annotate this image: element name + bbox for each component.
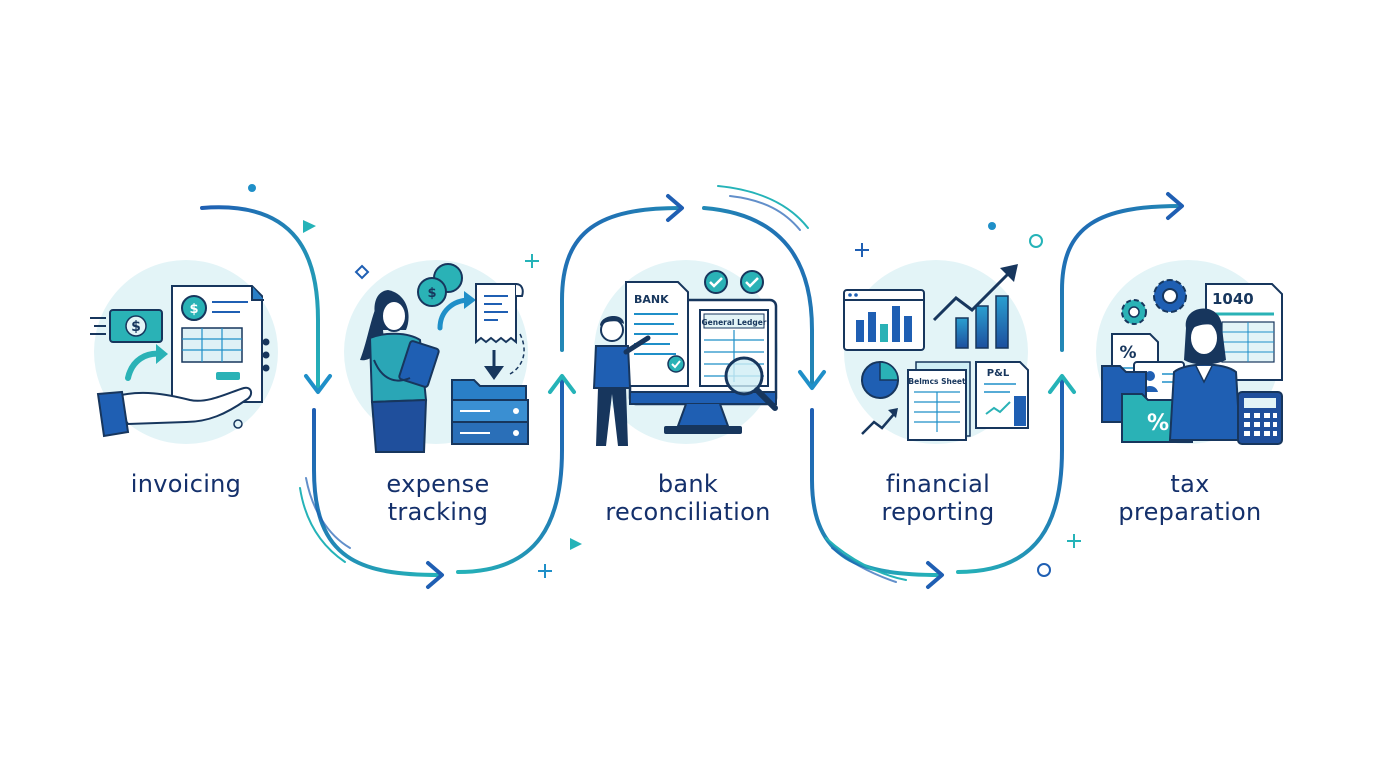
- flow-arrow-2-up: [456, 378, 564, 574]
- step-label-line: tax: [1170, 470, 1210, 498]
- plus-decoration-3: [855, 243, 869, 257]
- file-cabinet-icon: [451, 379, 529, 445]
- open-hand-icon: [96, 386, 252, 438]
- pl-label: P&L: [987, 368, 1010, 379]
- folder-percent-label: %: [1147, 411, 1169, 436]
- expense-tracking-illustration: $: [344, 260, 529, 453]
- small-trend-arrow-icon: [861, 413, 895, 435]
- woman-with-tablet-icon: [360, 290, 440, 453]
- percent-doc-label: %: [1119, 343, 1136, 363]
- flow-arrow-3-down: [702, 206, 814, 387]
- flow-arrow-3-top: [560, 206, 682, 352]
- financial-reporting-illustration: Belmcs Sheet P&L: [843, 260, 1029, 444]
- step-label-line: reconciliation: [605, 498, 771, 526]
- step-label-line: reporting: [881, 498, 995, 526]
- invoicing-illustration: $ $: [90, 260, 278, 444]
- swoosh-3: [717, 185, 809, 229]
- flow-arrowhead-4-bottom: [926, 561, 944, 589]
- curved-arrowhead-icon: [156, 344, 168, 364]
- dot-decoration: [248, 184, 256, 192]
- swoosh-5: [825, 537, 907, 581]
- tax-advisor-woman-icon: [1168, 308, 1242, 441]
- ring-decoration-2: [1037, 563, 1051, 577]
- calculator-icon: [1237, 391, 1283, 445]
- flow-arrowhead-2-up: [548, 374, 576, 394]
- flow-arrowhead-1-top: [304, 374, 332, 394]
- man-pointing-icon: [592, 315, 651, 446]
- coins-icon: $: [417, 263, 463, 307]
- form-number-label: 1040: [1212, 290, 1254, 308]
- flow-arrow-1-top: [200, 205, 320, 392]
- ledger-label: General Ledger: [702, 318, 767, 327]
- money-bill-icon: $: [109, 309, 163, 343]
- dashed-return-arrow-icon: [509, 333, 525, 375]
- bar-chart-window-icon: [843, 289, 925, 351]
- ring-decoration: [1029, 234, 1043, 248]
- invoice-currency-label: $: [189, 302, 198, 317]
- trend-chart-icon: [932, 264, 1018, 349]
- swoosh-2: [305, 477, 351, 549]
- invoice-document-icon: $: [171, 285, 264, 403]
- triangle-decoration-2: [570, 538, 582, 550]
- triangle-decoration: [303, 220, 316, 233]
- flow-arrow-5-top: [1060, 204, 1182, 352]
- folder-icon: %: [1101, 365, 1193, 443]
- step-label-line: bank: [657, 470, 719, 498]
- bank-reconciliation-illustration: BANK General Ledger: [592, 260, 778, 446]
- step-label-line: preparation: [1118, 498, 1262, 526]
- gears-icon: [1121, 279, 1187, 325]
- step-label-bank-reconciliation: bank reconciliation: [578, 470, 798, 526]
- step-label-financial-reporting: financial reporting: [828, 470, 1048, 526]
- diamond-decoration: [354, 264, 370, 280]
- step-label-expense-tracking: expense tracking: [328, 470, 548, 526]
- plus-decoration-4: [1067, 534, 1081, 548]
- profit-loss-report-icon: P&L: [975, 361, 1029, 429]
- expense-arrowhead-icon: [464, 291, 476, 309]
- bank-doc-label: BANK: [634, 293, 669, 306]
- step-label-line: financial: [885, 470, 991, 498]
- swoosh-4: [729, 195, 801, 231]
- flow-arrowhead-3-top: [666, 194, 684, 222]
- swoosh-6: [831, 547, 897, 583]
- tax-preparation-illustration: 1040 % %: [1096, 260, 1283, 445]
- checkmark-icons: [704, 270, 764, 294]
- small-trend-arrowhead-icon: [888, 408, 898, 418]
- plus-decoration-2: [538, 564, 552, 578]
- pie-chart-icon: [861, 361, 899, 399]
- step-label-line: expense: [386, 470, 490, 498]
- flow-arrowhead-5-top: [1166, 192, 1184, 220]
- bank-statement-icon: BANK: [625, 281, 689, 387]
- swoosh-1: [299, 487, 346, 563]
- step-label-line: tracking: [387, 498, 489, 526]
- flow-arrowhead-3-down: [798, 370, 826, 390]
- flow-arrow-1-bottom: [312, 408, 442, 577]
- flow-arrow-4-up: [956, 378, 1064, 574]
- dot-decoration-2: [988, 222, 996, 230]
- step-label-line: invoicing: [130, 470, 242, 498]
- step-label-invoicing: invoicing: [76, 470, 296, 498]
- flow-arrowhead-1-bottom: [426, 561, 444, 589]
- plus-decoration: [525, 254, 539, 268]
- balance-sheet-label: Belmcs Sheet: [908, 377, 966, 386]
- step-label-tax-preparation: tax preparation: [1080, 470, 1300, 526]
- coin-currency-label: $: [427, 286, 436, 301]
- speed-lines-icon: [90, 317, 106, 335]
- magnifier-icon: [724, 356, 778, 411]
- down-arrowhead-icon: [484, 366, 504, 380]
- flow-arrowhead-4-up: [1048, 374, 1076, 394]
- receipt-icon: [475, 283, 524, 345]
- balance-sheet-icon: Belmcs Sheet: [907, 361, 971, 441]
- bill-currency-label: $: [131, 319, 141, 335]
